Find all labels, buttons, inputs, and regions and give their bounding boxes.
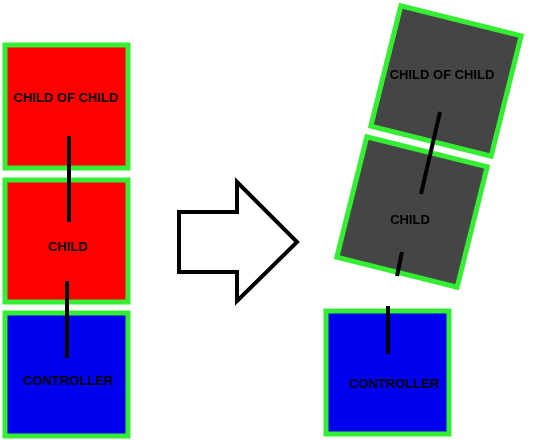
- after-link-child-of-child-to-child: [419, 111, 442, 195]
- before-group: CHILD OF CHILD CHILD CONTROLLER: [2, 42, 131, 439]
- before-child-of-child-box: [2, 42, 131, 171]
- before-child-of-child-label: CHILD OF CHILD: [14, 90, 119, 105]
- after-child-of-child-group: [367, 2, 525, 160]
- right-arrow-icon: [177, 177, 300, 306]
- after-child-label: CHILD: [390, 212, 430, 227]
- after-group: CHILD OF CHILD CHILD CONTROLLER: [323, 2, 525, 437]
- after-child-of-child-box: [367, 2, 525, 160]
- after-link-child-to-controller: [395, 251, 404, 277]
- after-child-of-child-label: CHILD OF CHILD: [390, 67, 495, 82]
- before-controller-label: CONTROLLER: [23, 373, 114, 388]
- after-controller-label: CONTROLLER: [349, 376, 440, 391]
- before-child-label: CHILD: [48, 239, 88, 254]
